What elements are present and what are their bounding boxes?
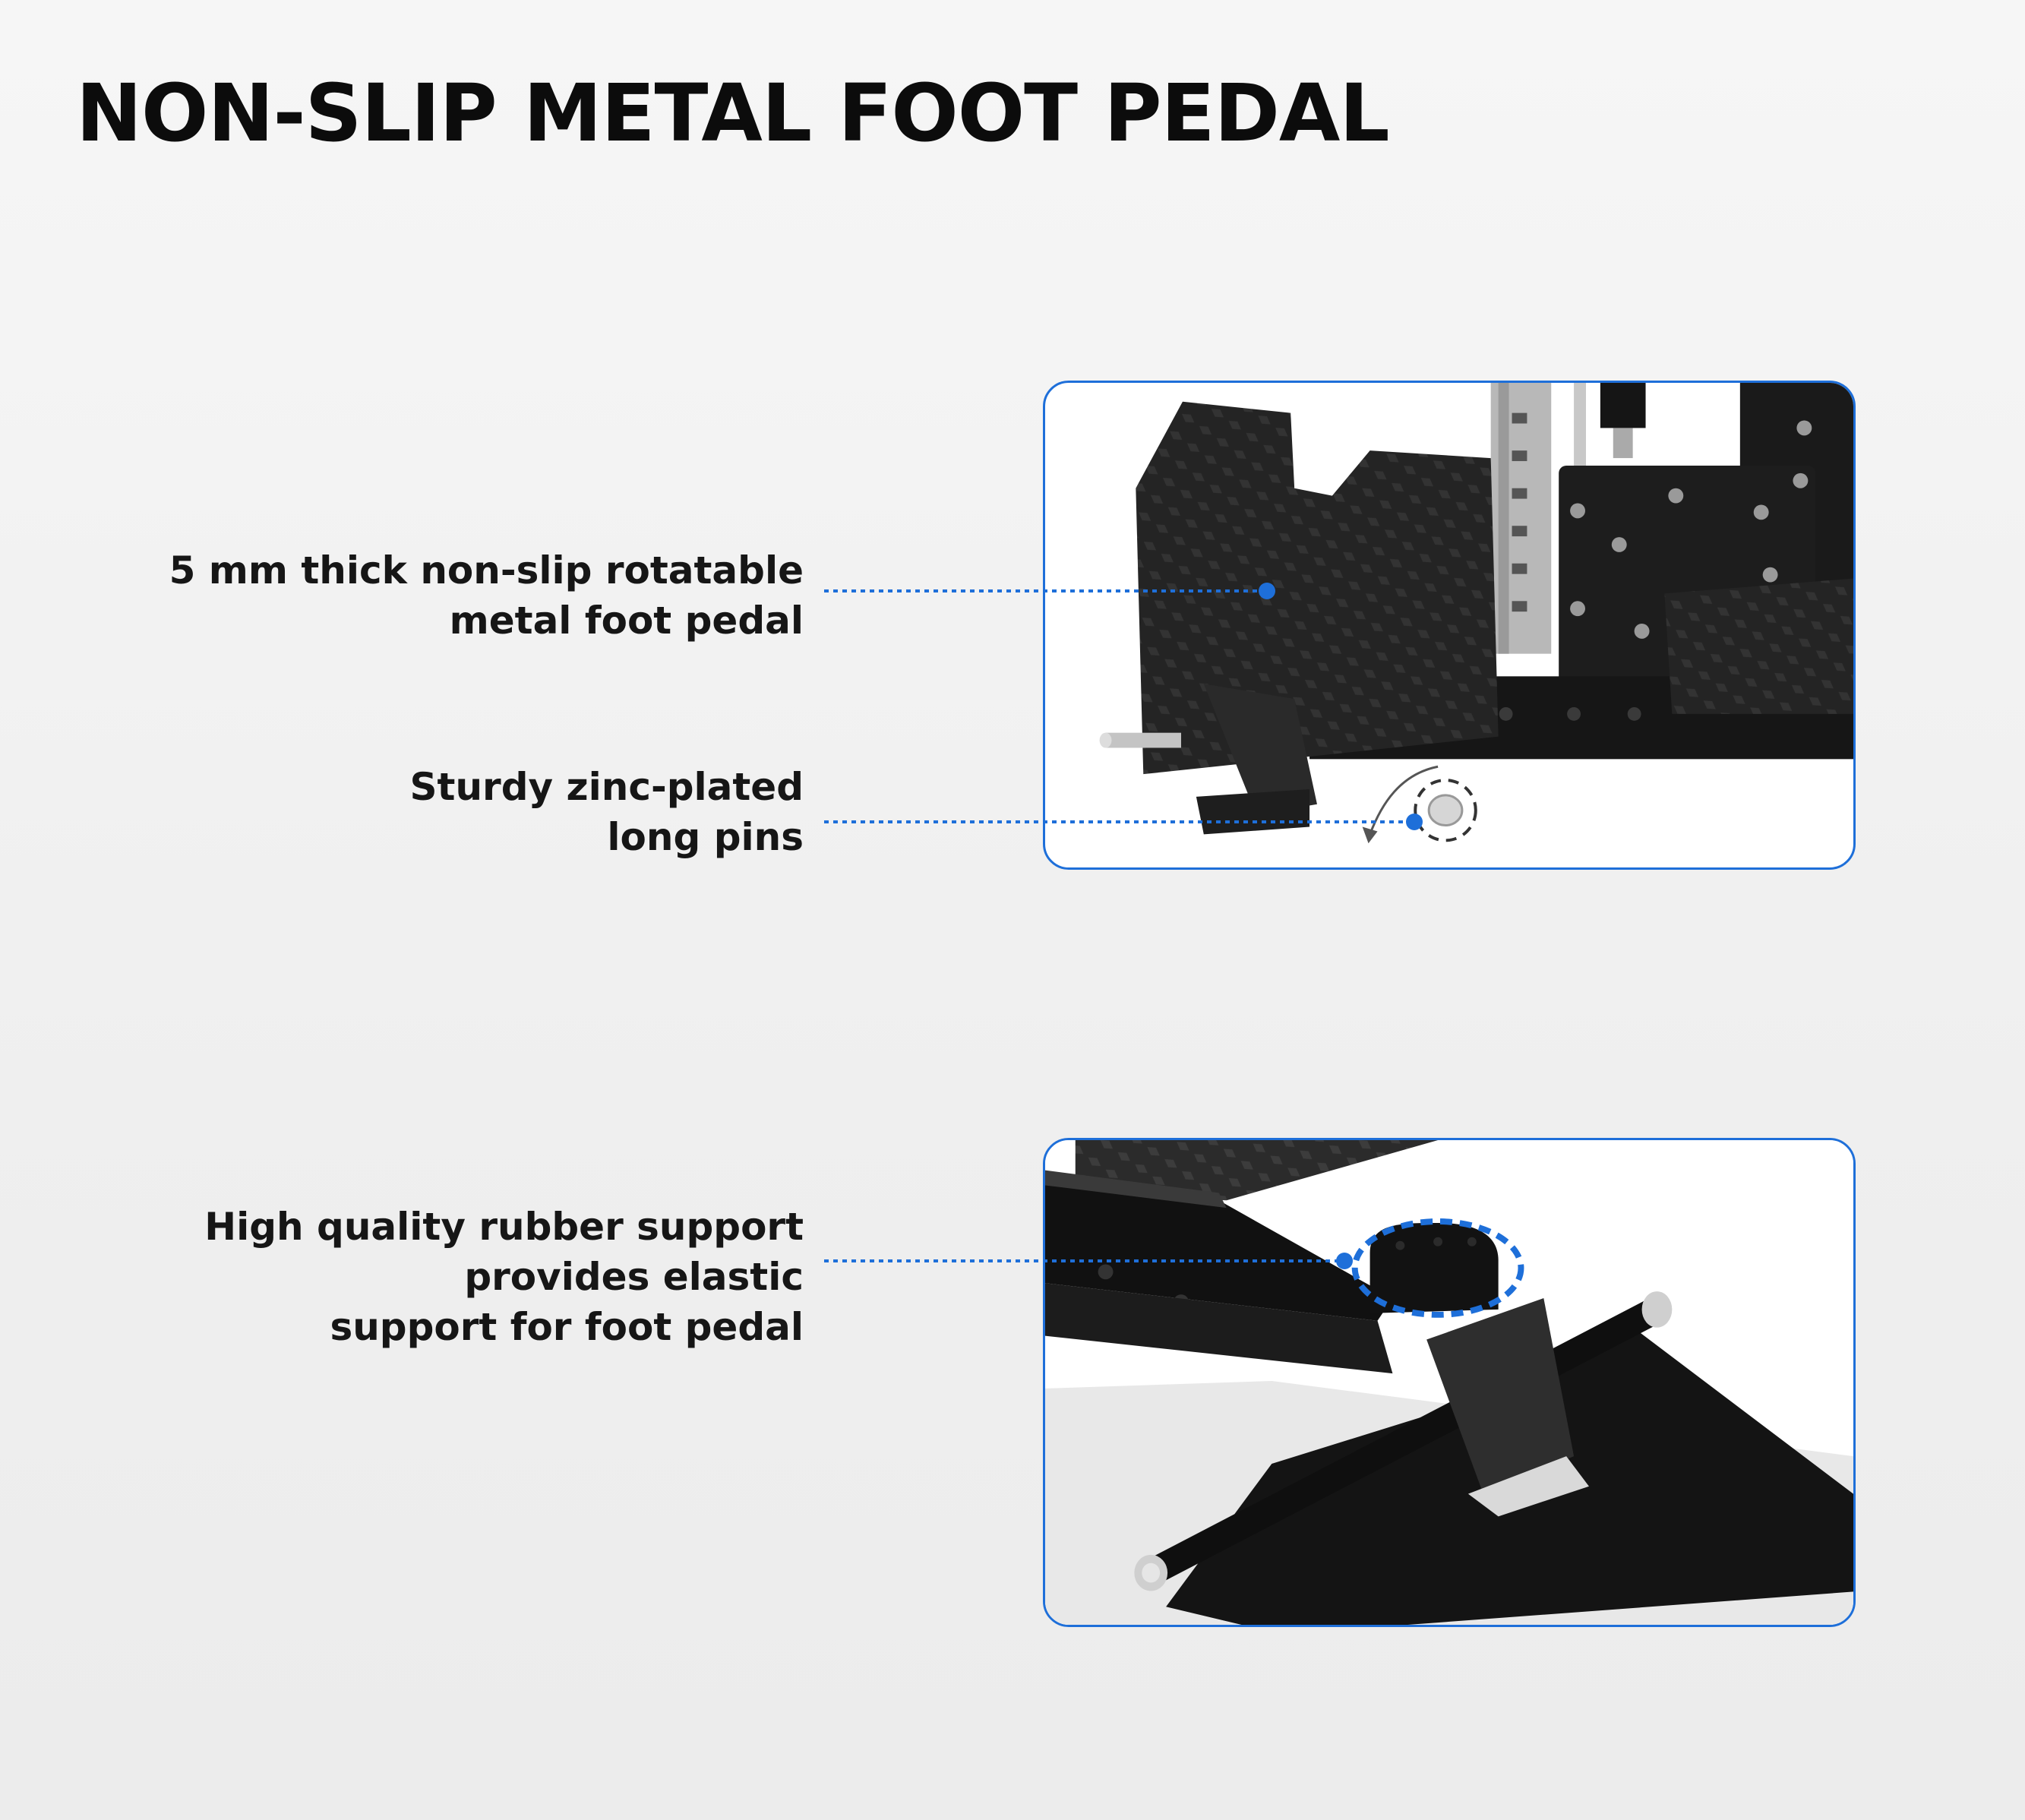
- page-title: NON-SLIP METAL FOOT PEDAL: [76, 67, 1390, 160]
- callout-line: High quality rubber support: [204, 1205, 804, 1249]
- callout-line: 5 mm thick non-slip rotatable: [169, 548, 804, 592]
- pedal-photo-bottom: [1043, 1138, 1856, 1627]
- callout-line: long pins: [607, 815, 804, 859]
- callout-line: provides elastic: [464, 1255, 804, 1299]
- callout-line: support for foot pedal: [330, 1305, 804, 1349]
- pedal-photo-top: [1043, 381, 1856, 870]
- callout-label-foot-pedal: 5 mm thick non-slip rotatable metal foot…: [0, 545, 804, 646]
- callout-line: Sturdy zinc-plated: [409, 765, 804, 809]
- foot-pedal-illustration: [1099, 383, 1853, 844]
- rubber-support-illustration: [1045, 1140, 1853, 1625]
- callout-label-rubber-support: High quality rubber support provides ela…: [0, 1202, 804, 1352]
- callout-line: metal foot pedal: [449, 599, 804, 643]
- callout-label-long-pins: Sturdy zinc-plated long pins: [0, 762, 804, 862]
